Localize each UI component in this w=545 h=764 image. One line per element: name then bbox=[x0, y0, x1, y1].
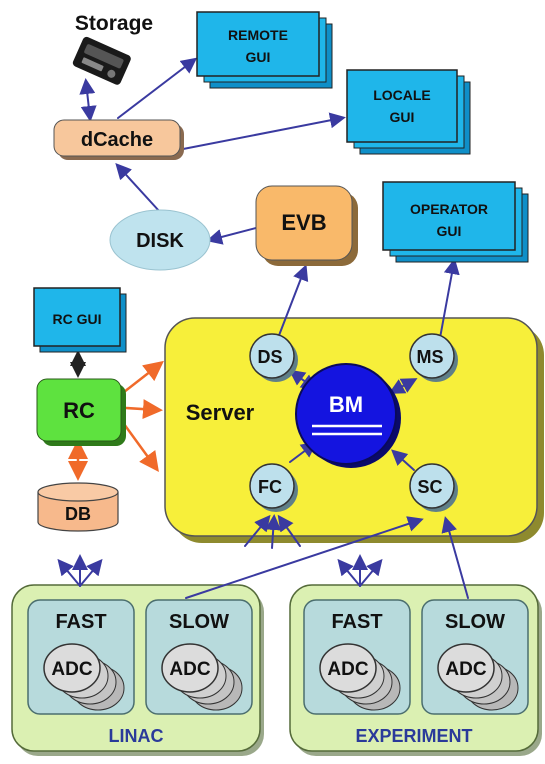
link-dcache-locale bbox=[177, 112, 346, 151]
link-fast-fc-3 bbox=[277, 514, 301, 547]
linac-label: LINAC bbox=[109, 726, 164, 746]
link-rc-server-3 bbox=[122, 422, 159, 473]
linac-fast-adc-label: ADC bbox=[51, 659, 92, 680]
ds-label: DS bbox=[257, 347, 282, 367]
ms-label: MS bbox=[417, 347, 444, 367]
ms-module: MS bbox=[409, 333, 458, 382]
rc-gui[interactable]: RC GUI bbox=[33, 287, 127, 353]
experiment-fast-adc-label: ADC bbox=[327, 659, 368, 680]
link-disk-dcache bbox=[115, 163, 161, 213]
operator-gui-line1: OPERATOR bbox=[410, 201, 488, 217]
rc-node: RC bbox=[36, 378, 126, 446]
operator-gui[interactable]: OPERATOR GUI bbox=[382, 181, 529, 263]
sc-module: SC bbox=[409, 463, 458, 512]
locale-gui-line2: GUI bbox=[390, 109, 415, 125]
link-ms-operator bbox=[439, 258, 460, 339]
adc-stack-icon bbox=[43, 643, 125, 711]
remote-gui-line1: REMOTE bbox=[228, 27, 288, 43]
db-label: DB bbox=[65, 504, 91, 524]
operator-gui-line2: GUI bbox=[437, 223, 462, 239]
linac-fast-adc: FAST ADC bbox=[27, 599, 135, 715]
link-sc-bm bbox=[391, 449, 415, 471]
link-ms-bm bbox=[388, 378, 418, 394]
adc-stack-icon bbox=[161, 643, 243, 711]
link-fast-fc-1 bbox=[244, 514, 271, 547]
experiment-fast-adc: FAST ADC bbox=[303, 599, 411, 715]
server-label: Server bbox=[186, 400, 255, 425]
link-dcache-remote bbox=[117, 57, 198, 119]
link-ds-evb bbox=[277, 264, 309, 339]
linac-slow-label: SLOW bbox=[169, 611, 229, 633]
link-evb-disk bbox=[206, 227, 257, 245]
db-node: DB bbox=[37, 482, 119, 532]
experiment-slow-label: SLOW bbox=[445, 611, 505, 633]
evb-node: EVB bbox=[255, 185, 358, 266]
adc-stack-icon bbox=[437, 643, 519, 711]
storage-label: Storage bbox=[75, 12, 153, 35]
bm-node: BM bbox=[295, 363, 401, 468]
dcache-node: dCache bbox=[53, 119, 184, 160]
storage-node: Storage bbox=[72, 12, 153, 85]
dcache-label: dCache bbox=[81, 129, 153, 151]
linac-fast-label: FAST bbox=[55, 611, 106, 633]
linac-slow-adc: SLOW ADC bbox=[145, 599, 253, 715]
link-fast-fc-2 bbox=[265, 514, 282, 549]
remote-gui-line2: GUI bbox=[246, 49, 271, 65]
link-expslow-sc bbox=[441, 516, 469, 599]
rc-label: RC bbox=[63, 398, 95, 423]
fc-module: FC bbox=[249, 463, 298, 512]
link-rc-server-1 bbox=[122, 360, 164, 394]
adc-stack-icon bbox=[319, 643, 401, 711]
rc-gui-label: RC GUI bbox=[53, 311, 102, 327]
evb-label: EVB bbox=[281, 210, 326, 235]
disk-node: DISK bbox=[109, 209, 211, 271]
locale-gui-line1: LOCALE bbox=[373, 87, 431, 103]
fc-label: FC bbox=[258, 477, 282, 497]
link-rc-server-2 bbox=[124, 399, 163, 420]
disk-label: DISK bbox=[136, 230, 184, 252]
locale-gui[interactable]: LOCALE GUI bbox=[346, 69, 471, 155]
experiment-slow-adc-label: ADC bbox=[445, 659, 486, 680]
links bbox=[57, 57, 469, 599]
experiment-slow-adc: SLOW ADC bbox=[421, 599, 529, 715]
link-linacslow-sc bbox=[185, 516, 424, 599]
bm-label: BM bbox=[329, 392, 363, 417]
experiment-fast-label: FAST bbox=[331, 611, 382, 633]
remote-gui[interactable]: REMOTE GUI bbox=[196, 11, 333, 89]
tape-drive-icon bbox=[72, 36, 131, 85]
sc-label: SC bbox=[417, 477, 442, 497]
ds-module: DS bbox=[249, 333, 298, 382]
experiment-label: EXPERIMENT bbox=[355, 726, 472, 746]
linac-slow-adc-label: ADC bbox=[169, 659, 210, 680]
link-storage-dcache bbox=[79, 78, 97, 122]
